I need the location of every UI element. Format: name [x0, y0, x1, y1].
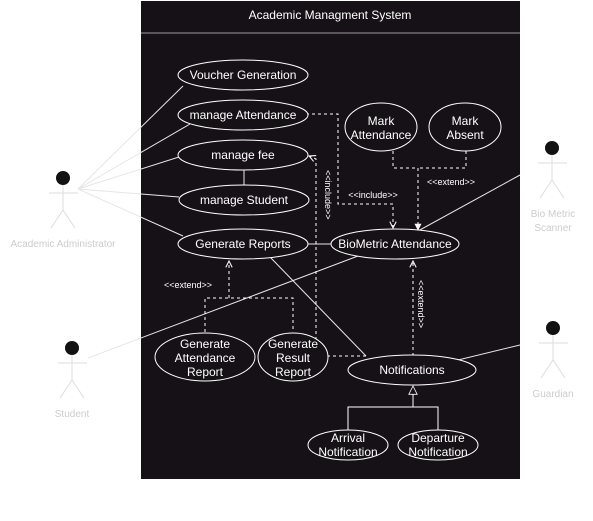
usecase-biometric-attendance[interactable]: [330, 228, 460, 260]
system-title: Academic Managment System: [249, 8, 412, 22]
label-arrival-1: Arrival: [331, 431, 365, 445]
label-gen-result-report-3: Report: [275, 365, 312, 379]
actor-guardian[interactable]: Guardian: [532, 321, 574, 400]
label-gen-attendance-report-1: Generate: [180, 337, 230, 351]
actor-head: [56, 171, 70, 185]
association-lines: [77, 85, 521, 361]
dependency-lines: [204, 113, 467, 357]
assoc-reports-notifications: [269, 256, 367, 357]
usecase-notifications[interactable]: [347, 354, 477, 386]
assoc-guardian-notifications: [457, 344, 521, 361]
actor-biometric-scanner[interactable]: Bio Metric Scanner: [531, 141, 575, 234]
extend-markabsent-biometric: [418, 151, 467, 169]
actor-label-scanner-2: Scanner: [534, 223, 572, 234]
actor-label-admin: Academic Administrator: [10, 239, 116, 250]
label-gen-result-report-1: Generate: [268, 337, 318, 351]
label-mark-attendance-2: Attendance: [351, 128, 412, 142]
label-generate-reports: Generate Reports: [195, 237, 290, 251]
label-arrival-2: Notification: [318, 445, 377, 459]
assoc-scanner-biometric: [417, 174, 521, 232]
label-voucher-generation: Voucher Generation: [190, 68, 297, 82]
label-gen-result-report-2: Result: [276, 351, 311, 365]
usecase-manage-attendance[interactable]: [177, 99, 309, 131]
extend-report-branches: [204, 297, 294, 332]
usecase-generate-attendance-report[interactable]: [154, 332, 256, 382]
assoc-admin-fee: [77, 156, 180, 190]
actor-head: [545, 141, 559, 155]
actor-body: [539, 335, 568, 379]
label-manage-attendance: manage Attendance: [190, 108, 297, 122]
include-label-vertical: <<include>>: [323, 170, 333, 220]
include-attendance-biometric: [306, 113, 393, 228]
usecase-manage-student[interactable]: [178, 184, 310, 216]
usecase-generate-result-report[interactable]: [257, 332, 329, 382]
assoc-admin-attendance: [77, 123, 191, 190]
usecase-mark-attendance[interactable]: [344, 102, 418, 152]
usecase-generate-reports[interactable]: [177, 228, 309, 260]
usecase-mark-absent[interactable]: [428, 102, 502, 152]
label-mark-attendance-1: Mark: [368, 114, 396, 128]
label-gen-attendance-report-3: Report: [187, 365, 224, 379]
label-mark-absent-1: Mark: [452, 114, 480, 128]
label-mark-absent-2: Absent: [446, 128, 484, 142]
extend-markattendance-biometric: [392, 151, 422, 231]
actor-head: [65, 341, 79, 355]
label-manage-student: manage Student: [200, 193, 289, 207]
usecase-departure-notification[interactable]: [397, 429, 479, 461]
usecase-voucher-generation[interactable]: [177, 59, 309, 91]
actor-label-student: Student: [55, 409, 90, 420]
include-notifications-fee: [309, 156, 366, 357]
actor-academic-administrator[interactable]: Academic Administrator: [10, 171, 116, 250]
label-manage-fee: manage fee: [211, 148, 275, 162]
assoc-admin-voucher: [77, 85, 184, 190]
actor-label-guardian: Guardian: [532, 389, 573, 400]
label-notifications: Notifications: [379, 363, 444, 377]
generalization-lines: [347, 386, 439, 431]
assoc-admin-student: [77, 188, 180, 198]
relation-labels: <<include>> <<extend>> <<extend>> <<incl…: [164, 170, 475, 328]
usecase-arrival-notification[interactable]: [307, 429, 389, 461]
assoc-admin-reports: [77, 188, 184, 237]
label-departure-1: Departure: [411, 431, 465, 445]
actor-body: [58, 355, 87, 399]
include-label: <<include>>: [348, 190, 398, 200]
extend-label-mark: <<extend>>: [427, 177, 475, 187]
assoc-student-biometric: [87, 255, 359, 359]
use-case-labels: Voucher Generation manage Attendance man…: [175, 68, 485, 459]
actor-label-scanner-1: Bio Metric: [531, 209, 575, 220]
use-cases: [154, 59, 502, 461]
label-biometric-attendance: BioMetric Attendance: [338, 237, 452, 251]
extend-label-reports: <<extend>>: [164, 280, 212, 290]
extend-label-vertical: <<extend>>: [416, 280, 426, 328]
generalization-branches: [347, 406, 439, 431]
label-departure-2: Notification: [408, 445, 467, 459]
actor-body: [49, 185, 78, 229]
actor-head: [546, 321, 560, 335]
label-gen-attendance-report-2: Attendance: [175, 351, 236, 365]
actor-student[interactable]: Student: [55, 341, 90, 420]
actor-body: [538, 155, 567, 199]
usecase-manage-fee[interactable]: [177, 139, 309, 171]
